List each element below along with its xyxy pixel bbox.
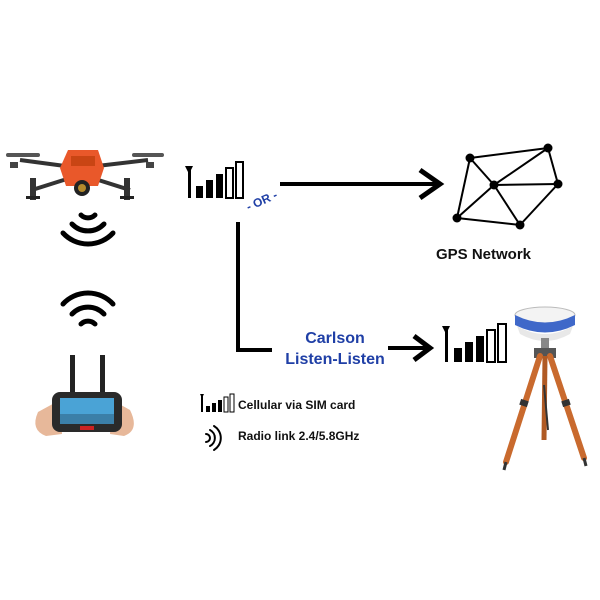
drone-radio-waves-icon — [60, 212, 116, 247]
gnss-receiver-tripod-icon — [502, 306, 588, 471]
arrow-to-gps-network — [280, 167, 445, 201]
network-graph-icon — [456, 147, 559, 226]
legend-radio-label: Radio link 2.4/5.8GHz — [238, 429, 360, 443]
connector-line — [236, 222, 272, 352]
gps-network-label: GPS Network — [436, 246, 532, 263]
legend-radio-icon — [205, 425, 222, 451]
carlson-label-line1: Carlson — [305, 330, 365, 347]
remote-controller-icon — [35, 355, 134, 436]
legend-cellular-label: Cellular via SIM card — [238, 398, 356, 412]
receiver-cellular-signal-icon — [442, 323, 507, 363]
drone-icon — [6, 150, 164, 200]
carlson-listen-listen-label: Carlson Listen-Listen — [270, 328, 400, 370]
network-nodes — [452, 143, 563, 230]
carlson-label-line2: Listen-Listen — [285, 351, 385, 368]
arrow-to-receiver — [388, 334, 435, 362]
legend-cellular-icon — [200, 393, 235, 413]
drone-cellular-signal-icon — [185, 161, 244, 199]
controller-radio-waves-icon — [60, 290, 116, 327]
